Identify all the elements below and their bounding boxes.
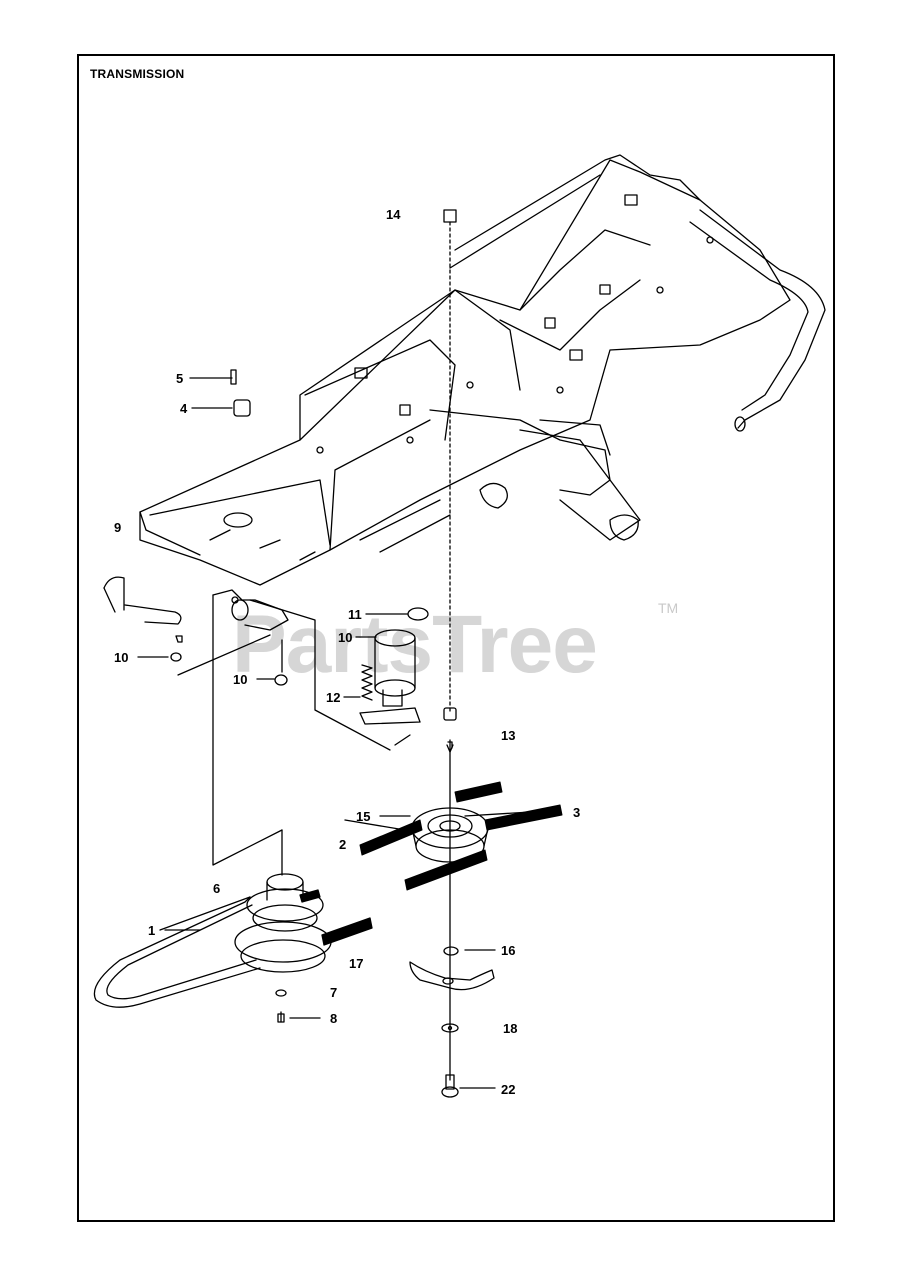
part-13-spring [343,664,421,725]
watermark-trademark: TM [658,600,679,616]
callout-9: 9 [114,520,122,535]
callout-20: 18 [503,1021,518,1036]
part-18-drive-pulley [234,873,373,973]
part-7-washer [275,989,287,997]
callout-10a: 10 [114,650,129,665]
callout-3: 3 [573,805,581,820]
callout-11: 10 [338,630,353,645]
callout-8: 8 [330,1011,338,1026]
part-12-ring [365,607,429,621]
callout-16: 15 [356,809,371,824]
callout-15: 14 [386,207,401,222]
part-11-sleeve [355,629,416,707]
part-14-key [447,741,453,749]
callout-6: 6 [213,881,221,896]
part-1-belt [93,896,261,1008]
callout-4: 4 [180,401,188,416]
part-9-hook [103,576,183,643]
arm-plate [409,961,495,991]
part-4-bushing [191,399,251,417]
callout-17: 16 [501,943,516,958]
part-8-screw [277,1011,321,1023]
callout-10b: 10 [233,672,248,687]
callout-2: 2 [339,837,347,852]
part-2-belt [359,819,423,856]
part-17-washer [443,946,496,956]
diagram-frame [77,54,835,1222]
callout-5: 5 [176,371,184,386]
callout-12: 11 [348,607,362,622]
callout-18: 17 [349,956,364,971]
part-15-bolt [443,209,457,1081]
callout-7: 7 [330,985,338,1000]
part-16-pulley [379,807,489,863]
callout-1: 1 [148,923,156,938]
diagram-title: TRANSMISSION [90,67,185,81]
part-5-pin [189,369,237,385]
callout-13: 12 [326,690,341,705]
part-3-belt [404,781,563,891]
callout-22: 22 [501,1082,516,1097]
part-6-idler-bracket [177,589,391,876]
callout-14: 13 [501,728,516,743]
frame-chassis [139,154,826,604]
part-22-bolt [441,1074,496,1098]
leader-lines [164,734,531,931]
part-20-washer [441,1023,459,1033]
part-10-nuts [137,652,288,686]
